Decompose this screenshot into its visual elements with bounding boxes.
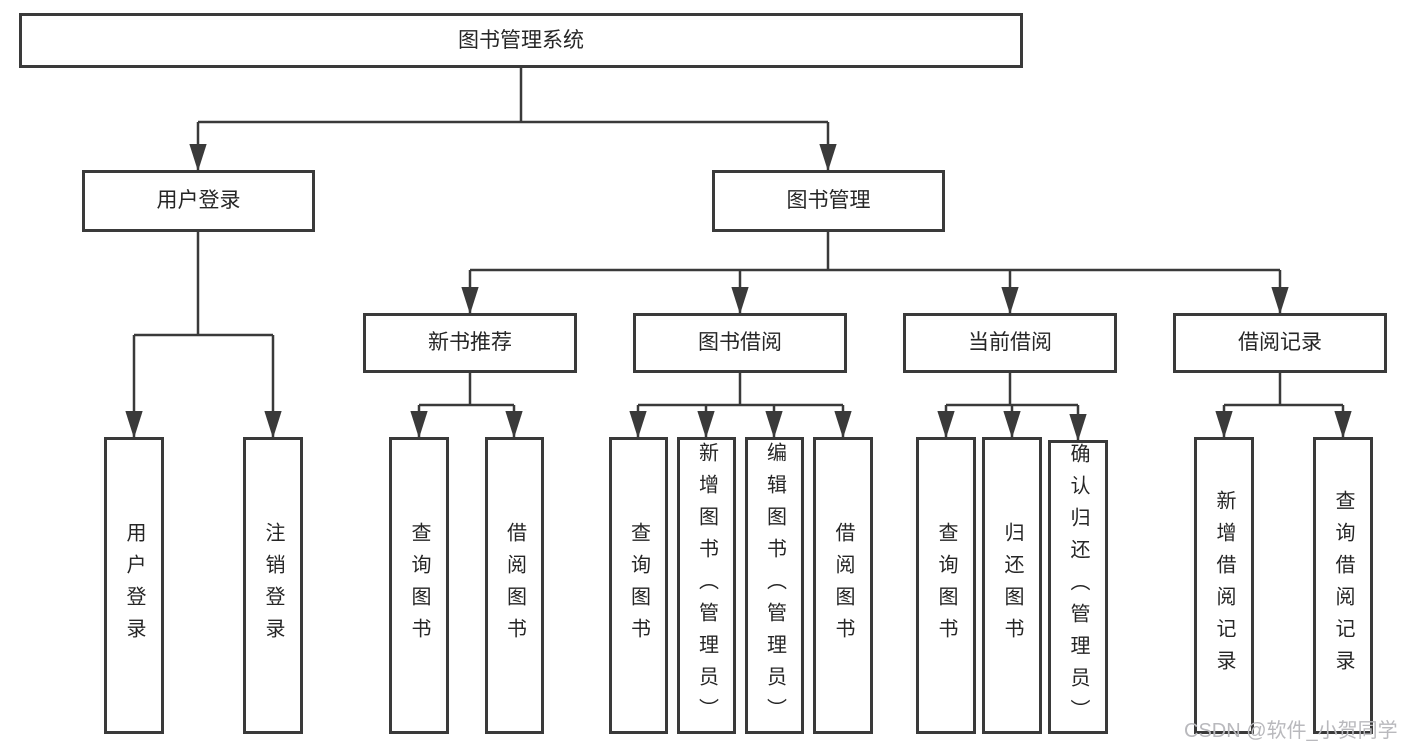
node-borrow-records: 借阅记录: [1173, 313, 1387, 373]
leaf-query-book-1: 查询图书: [389, 437, 449, 734]
node-label: 新书推荐: [428, 331, 512, 355]
leaf-user-login: 用户登录: [104, 437, 164, 734]
node-label: 新增图书（管理员）: [695, 441, 718, 730]
node-label: 借阅图书: [503, 521, 526, 650]
node-label: 查询借阅记录: [1332, 489, 1354, 682]
leaf-query-book-2: 查询图书: [609, 437, 668, 734]
leaf-return-book: 归还图书: [982, 437, 1042, 734]
node-label: 编辑图书（管理员）: [763, 441, 786, 730]
node-label: 用户登录: [156, 189, 241, 213]
node-label: 确认归还（管理员）: [1067, 443, 1089, 731]
node-book-management: 图书管理: [712, 170, 945, 232]
leaf-query-book-3: 查询图书: [916, 437, 976, 734]
node-label: 当前借阅: [968, 331, 1052, 355]
leaf-add-borrow-record: 新增借阅记录: [1194, 437, 1254, 734]
node-label: 借阅图书: [832, 521, 854, 650]
node-label: 图书借阅: [698, 331, 782, 355]
leaf-borrow-book-2: 借阅图书: [813, 437, 873, 734]
node-label: 归还图书: [1001, 521, 1023, 650]
leaf-query-borrow-record: 查询借阅记录: [1313, 437, 1373, 734]
csdn-watermark: CSDN @软件_小贺同学: [1184, 720, 1398, 742]
node-label: 借阅记录: [1238, 331, 1322, 355]
leaf-confirm-return-admin: 确认归还（管理员）: [1048, 440, 1108, 734]
node-new-book-recommend: 新书推荐: [363, 313, 577, 373]
node-label: 查询图书: [627, 521, 650, 650]
node-user-login: 用户登录: [82, 170, 315, 232]
node-label: 查询图书: [935, 521, 957, 650]
leaf-logout: 注销登录: [243, 437, 303, 734]
node-book-borrow: 图书借阅: [633, 313, 847, 373]
node-label: 新增借阅记录: [1213, 489, 1235, 682]
leaf-add-book-admin: 新增图书（管理员）: [677, 437, 736, 734]
node-label: 注销登录: [262, 521, 284, 650]
leaf-edit-book-admin: 编辑图书（管理员）: [745, 437, 804, 734]
node-label: 用户登录: [123, 521, 145, 650]
node-root: 图书管理系统: [19, 13, 1023, 68]
node-label: 图书管理: [786, 189, 871, 213]
node-label: 图书管理系统: [458, 28, 584, 52]
node-label: 查询图书: [408, 521, 430, 650]
node-current-borrow: 当前借阅: [903, 313, 1117, 373]
leaf-borrow-book-1: 借阅图书: [485, 437, 544, 734]
